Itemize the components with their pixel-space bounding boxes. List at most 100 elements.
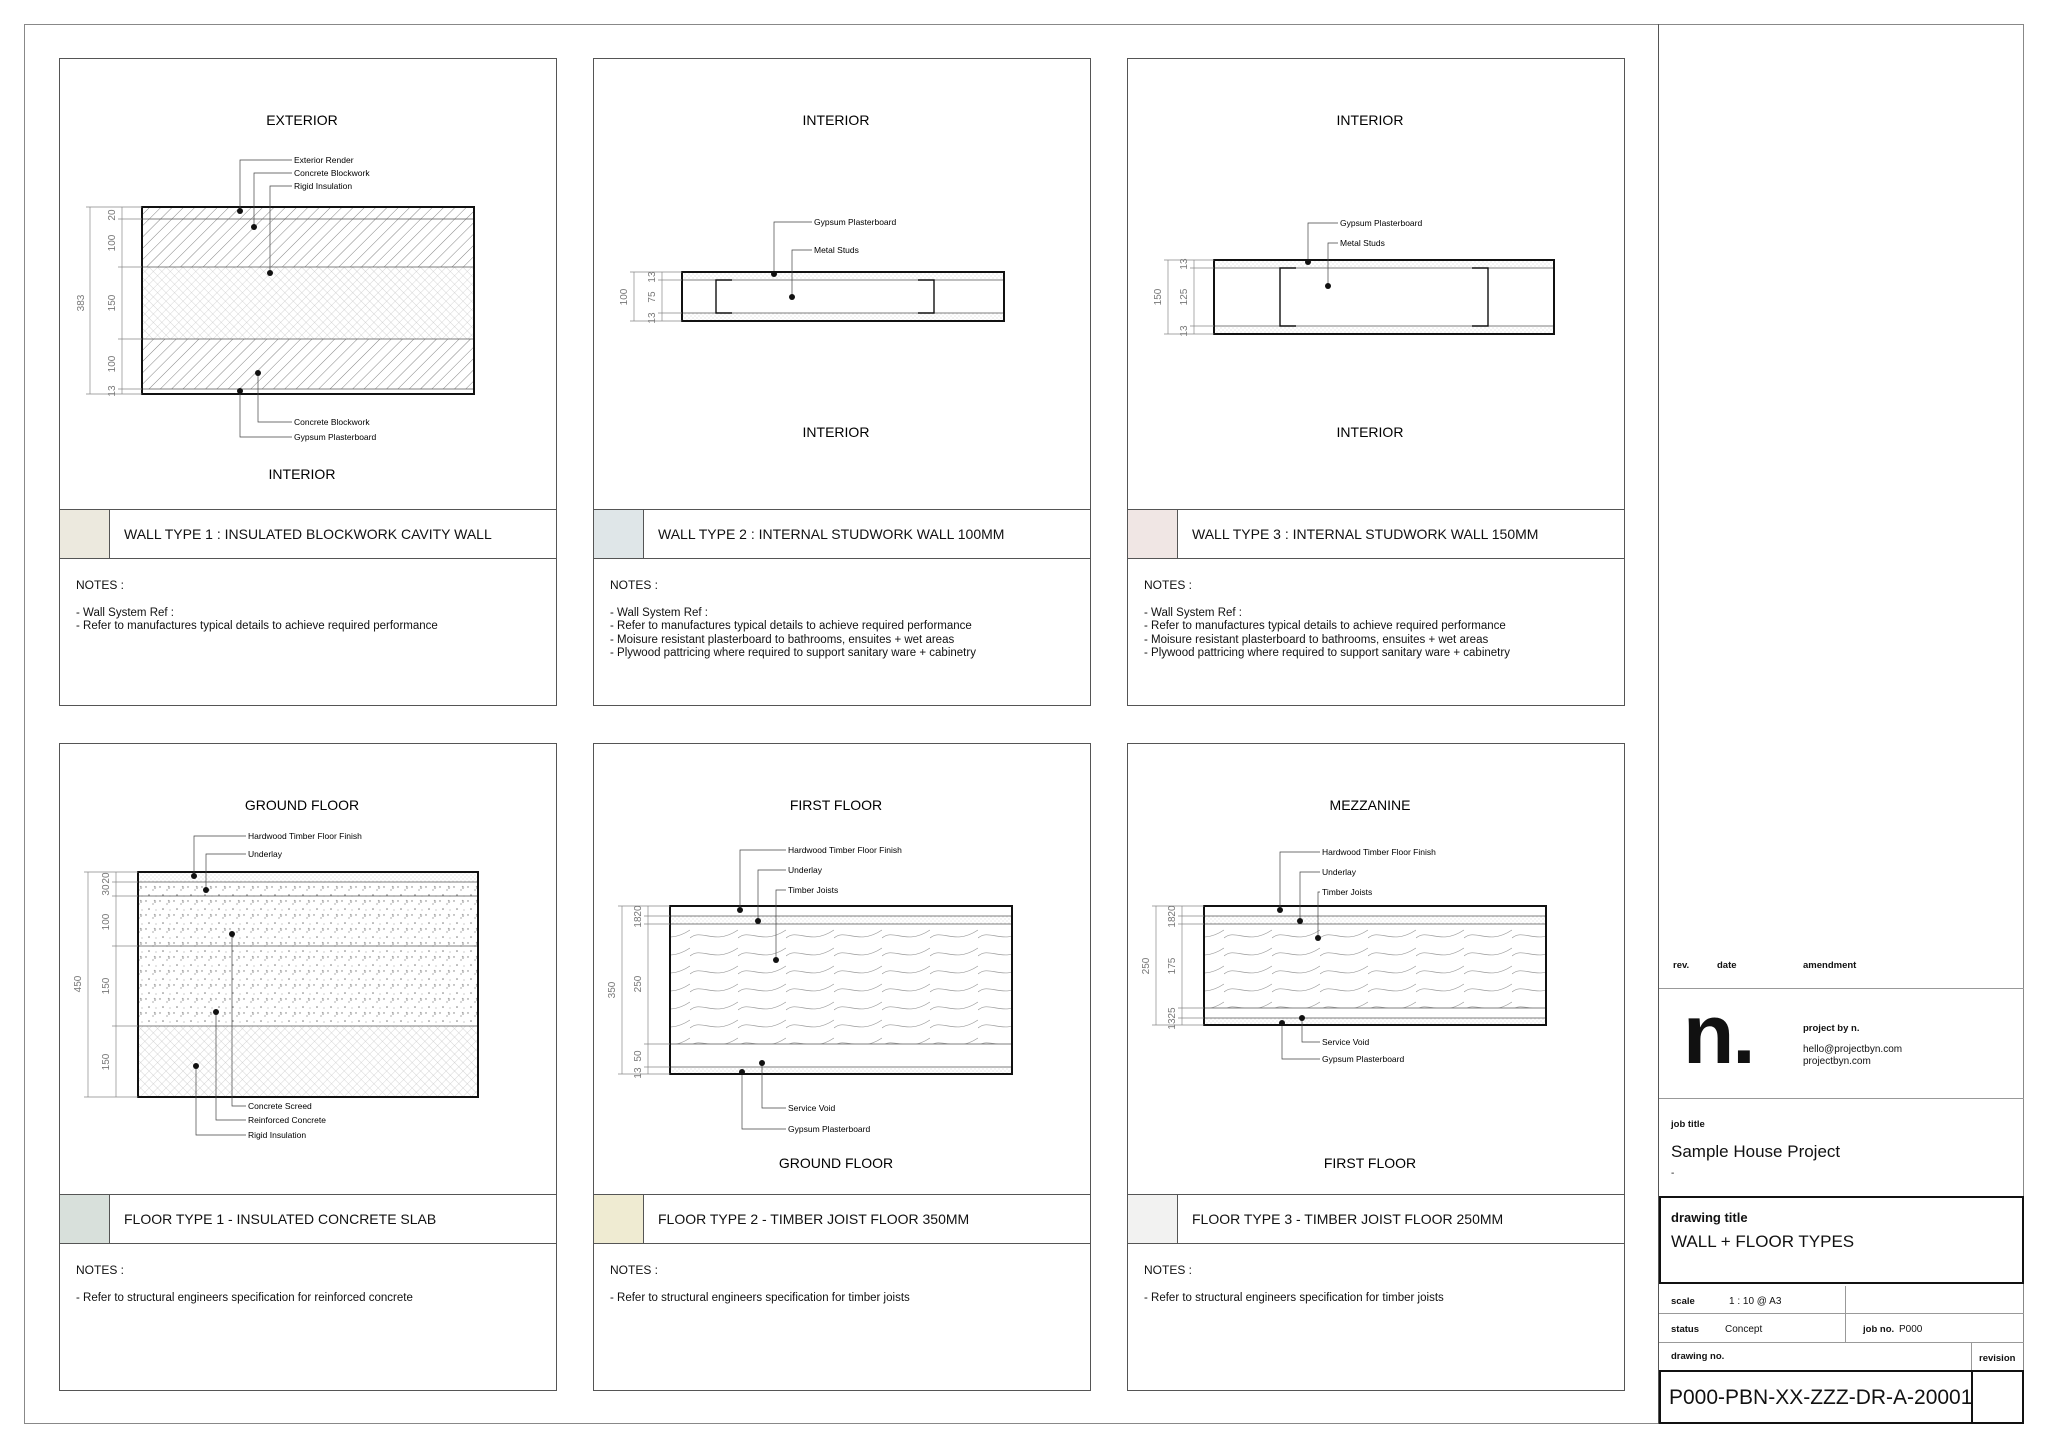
notes-heading: NOTES :: [76, 1263, 125, 1277]
layer-label: Underlay: [1322, 867, 1357, 877]
top-label: FIRST FLOOR: [790, 797, 882, 813]
layer-label: Hardwood Timber Floor Finish: [248, 831, 362, 841]
color-swatch: [60, 1195, 110, 1243]
floor-type-1-panel: GROUND FLOOR 20 30 100 150 150: [59, 743, 557, 1391]
dimension-label: 175: [1167, 957, 1178, 974]
notes-heading: NOTES :: [1144, 1263, 1193, 1277]
panel-title-bar: WALL TYPE 3 : INTERNAL STUDWORK WALL 150…: [1128, 509, 1624, 559]
color-swatch: [1128, 1195, 1178, 1243]
dimension-label: 13: [1179, 325, 1190, 337]
note-line: - Refer to structural engineers specific…: [76, 1291, 413, 1304]
panel-title-bar: WALL TYPE 2 : INTERNAL STUDWORK WALL 100…: [594, 509, 1090, 559]
bottom-label: INTERIOR: [269, 466, 336, 482]
dimension-label: 13: [1179, 258, 1190, 270]
layer-label: Gypsum Plasterboard: [1340, 218, 1422, 228]
dimension-label: 150: [101, 977, 112, 994]
layer-label: Concrete Blockwork: [294, 417, 370, 427]
layer-label: Concrete Blockwork: [294, 168, 370, 178]
wall-type-1-section: EXTERIOR INTERIOR 20 100 150 100: [60, 59, 556, 509]
notes-heading: NOTES :: [610, 1263, 659, 1277]
top-label: GROUND FLOOR: [245, 797, 359, 813]
dimension-label: 18: [633, 916, 644, 928]
panel-title-bar: FLOOR TYPE 3 - TIMBER JOIST FLOOR 250MM: [1128, 1194, 1624, 1244]
layer-label: Underlay: [788, 865, 823, 875]
panel-title-bar: FLOOR TYPE 2 - TIMBER JOIST FLOOR 350MM: [594, 1194, 1090, 1244]
job-title-sub: -: [1671, 1168, 1675, 1179]
wall-type-3-panel: INTERIOR INTERIOR 13 125 13 150: [1127, 58, 1625, 706]
layer-label: Gypsum Plasterboard: [294, 432, 376, 442]
wall-type-2-panel: INTERIOR INTERIOR 13 75 13 100: [593, 58, 1091, 706]
dimension-label: 150: [107, 294, 118, 311]
layer-label: Reinforced Concrete: [248, 1115, 326, 1125]
blockwork-layer: [142, 339, 474, 389]
layer-label: Timber Joists: [788, 885, 838, 895]
dimension-label: 383: [76, 294, 87, 311]
layer-label: Gypsum Plasterboard: [814, 217, 896, 227]
notes-heading: NOTES :: [1144, 578, 1193, 592]
scale-value: 1 : 10 @ A3: [1729, 1296, 1782, 1307]
notes: NOTES : - Wall System Ref : - Refer to m…: [1144, 578, 1614, 661]
panel-title: WALL TYPE 2 : INTERNAL STUDWORK WALL 100…: [658, 526, 1005, 542]
drawing-no-label: drawing no.: [1671, 1351, 1725, 1362]
notes: NOTES : - Refer to structural engineers …: [1144, 1263, 1614, 1305]
layer-label: Hardwood Timber Floor Finish: [788, 845, 902, 855]
project-by: project by n.: [1803, 1023, 1860, 1034]
color-swatch: [594, 1195, 644, 1243]
revision-cell: [1971, 1372, 1973, 1422]
dimension-label: 150: [1153, 288, 1164, 305]
wall-outline: [141, 206, 475, 395]
job-title-label: job title: [1671, 1119, 1705, 1130]
panel-title: WALL TYPE 3 : INTERNAL STUDWORK WALL 150…: [1192, 526, 1539, 542]
bottom-label: FIRST FLOOR: [1324, 1155, 1416, 1171]
drawing-number-box: P000-PBN-XX-ZZZ-DR-A-20001: [1659, 1370, 2024, 1424]
email-address: hello@projectbyn.com: [1803, 1044, 1903, 1055]
amendment-label: amendment: [1803, 960, 1857, 971]
dimension-label: 13: [107, 385, 118, 397]
panel-title: FLOOR TYPE 1 - INSULATED CONCRETE SLAB: [124, 1211, 437, 1227]
drawing-sheet-border: [24, 24, 2024, 1424]
dimension-label: 20: [1167, 905, 1178, 917]
dimension-label: 13: [1167, 1018, 1178, 1030]
title-block: rev. date amendment n. project by n. hel…: [1658, 24, 2024, 1424]
note-line: - Wall System Ref :: [1144, 606, 1242, 619]
note-line: - Refer to manufactures typical details …: [610, 620, 972, 632]
panel-title: FLOOR TYPE 3 - TIMBER JOIST FLOOR 250MM: [1192, 1211, 1504, 1227]
top-label: INTERIOR: [803, 112, 870, 128]
layer-label: Gypsum Plasterboard: [1322, 1054, 1404, 1064]
note-line: - Moisure resistant plasterboard to bath…: [1144, 633, 1489, 646]
bottom-label: INTERIOR: [1337, 424, 1404, 440]
panel-title: FLOOR TYPE 2 - TIMBER JOIST FLOOR 350MM: [658, 1211, 970, 1227]
drawing-title: WALL + FLOOR TYPES: [1671, 1232, 1855, 1251]
wall-type-2-section: INTERIOR INTERIOR 13 75 13 100: [594, 59, 1090, 509]
bottom-label: GROUND FLOOR: [779, 1155, 893, 1171]
layer-label: Underlay: [248, 849, 283, 859]
dimension-label: 125: [1179, 288, 1190, 305]
layer-label: Metal Studs: [1340, 238, 1385, 248]
layer-label: Timber Joists: [1322, 887, 1372, 897]
notes: NOTES : - Refer to structural engineers …: [76, 1263, 546, 1305]
drawing-number: P000-PBN-XX-ZZZ-DR-A-20001: [1669, 1386, 1973, 1409]
drawing-title-label: drawing title: [1671, 1210, 1748, 1225]
layer-label: Service Void: [788, 1103, 836, 1113]
panel-title-bar: WALL TYPE 1 : INSULATED BLOCKWORK CAVITY…: [60, 509, 556, 559]
dimension-label: 20: [107, 209, 118, 221]
job-no-value: P000: [1899, 1324, 1923, 1335]
dimension-label: 20: [101, 872, 112, 884]
note-line: - Refer to structural engineers specific…: [610, 1291, 910, 1304]
floor-outline: [1203, 905, 1547, 1026]
company-logo: n.: [1683, 987, 1756, 1081]
dimension-label: 20: [633, 905, 644, 917]
bottom-label: INTERIOR: [803, 424, 870, 440]
rev-label: rev.: [1673, 960, 1690, 971]
dimension-label: 100: [107, 355, 118, 372]
dimension-label: 50: [633, 1050, 644, 1062]
status-value: Concept: [1725, 1324, 1763, 1335]
layer-label: Hardwood Timber Floor Finish: [1322, 847, 1436, 857]
note-line: - Plywood pattricing where required to s…: [610, 647, 976, 659]
layer-label: Concrete Screed: [248, 1101, 312, 1111]
dimension-label: 150: [101, 1053, 112, 1070]
panel-title-bar: FLOOR TYPE 1 - INSULATED CONCRETE SLAB: [60, 1194, 556, 1244]
website: projectbyn.com: [1803, 1056, 1871, 1067]
top-label: INTERIOR: [1337, 112, 1404, 128]
layer-label: Metal Studs: [814, 245, 859, 255]
